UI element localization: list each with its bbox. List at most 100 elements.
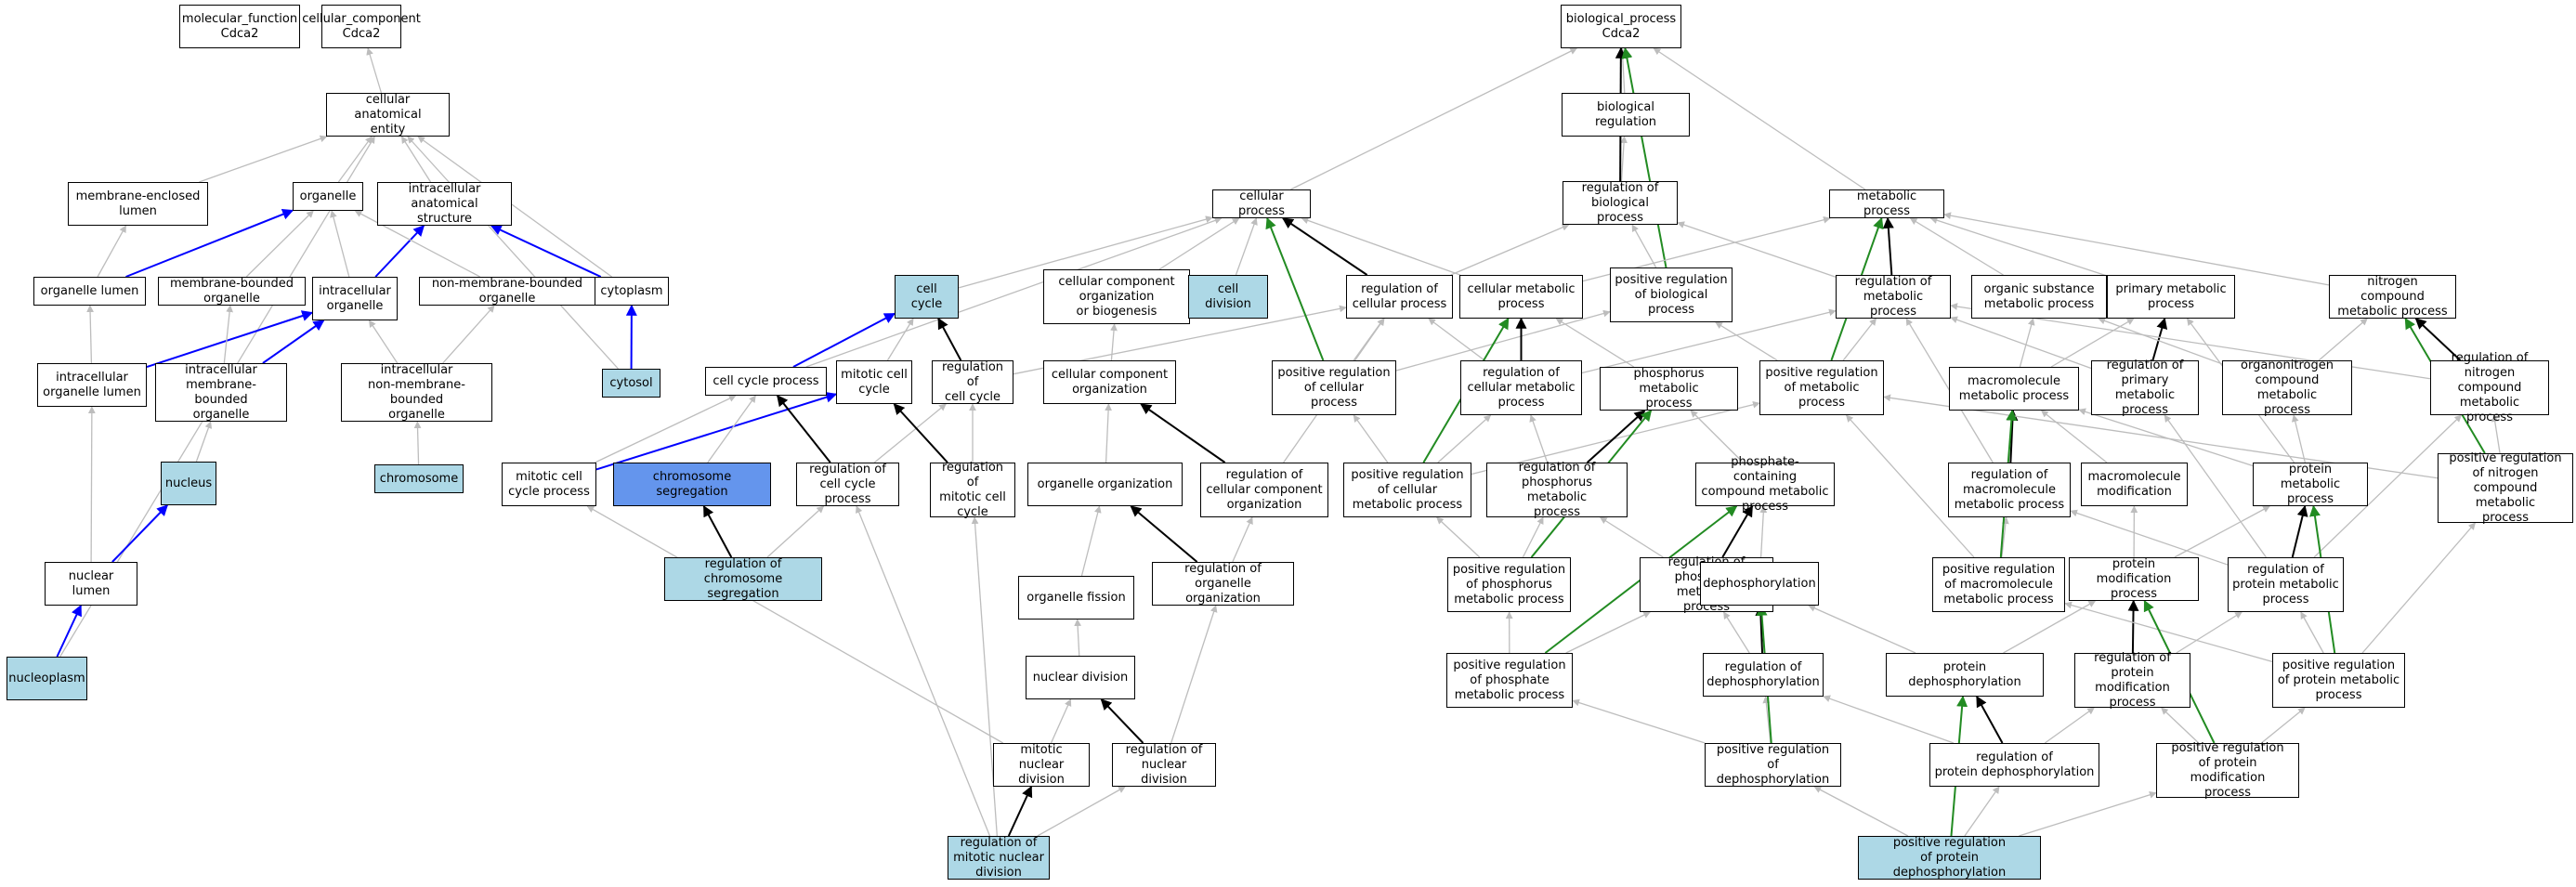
edge-pdeph-to-pmod — [2003, 600, 2097, 654]
node-positive-regulation-of-metabolic-process[interactable]: positive regulation of metabolic process — [1759, 360, 1884, 415]
node-positive-regulation-of-dephosphorylation[interactable]: positive regulation of dephosphorylation — [1705, 743, 1841, 787]
node-intracellular-non-membrane-bounded-organelle[interactable]: intracellular non-membrane-bounded organ… — [341, 363, 492, 422]
node-positive-regulation-of-biological-process[interactable]: positive regulation of biological proces… — [1610, 267, 1733, 322]
node-regulation-of-metabolic-process[interactable]: regulation of metabolic process — [1836, 275, 1951, 319]
node-cellular-metabolic-process[interactable]: cellular metabolic process — [1459, 275, 1583, 319]
node-cellular-component-organization-or-biogenesis[interactable]: cellular component organization or bioge… — [1043, 269, 1190, 324]
node-nucleus[interactable]: nucleus — [161, 462, 216, 505]
node-regulation-of-nuclear-division[interactable]: regulation of nuclear division — [1112, 743, 1216, 787]
edge-rpcmp-to-rphmp — [1599, 516, 1664, 558]
node-regulation-of-cell-cycle[interactable]: regulation of cell cycle — [932, 360, 1013, 404]
node-positive-regulation-of-cellular-metabolic-process[interactable]: positive regulation of cellular metaboli… — [1343, 463, 1471, 517]
node-regulation-of-mitotic-nuclear-division[interactable]: regulation of mitotic nuclear division — [948, 836, 1050, 880]
node-cellular-component-organization[interactable]: cellular component organization — [1043, 360, 1176, 404]
node-protein-dephosphorylation[interactable]: protein dephosphorylation — [1886, 653, 2044, 697]
node-positive-regulation-of-protein-dephosphorylation[interactable]: positive regulation of protein dephospho… — [1858, 836, 2041, 880]
node-positive-regulation-of-phosphate-metabolic-process[interactable]: positive regulation of phosphate metabol… — [1446, 653, 1573, 708]
node-positive-regulation-of-protein-modification-process[interactable]: positive regulation of protein modificat… — [2156, 741, 2299, 800]
node-intracellular-membrane-bounded-organelle[interactable]: intracellular membrane-bounded organelle — [155, 363, 287, 422]
node-organelle-lumen[interactable]: organelle lumen — [33, 277, 146, 306]
node-metabolic-process[interactable]: metabolic process — [1829, 189, 1944, 218]
edge-prbp-to-rbp — [1631, 224, 1657, 268]
edge-rpmod-to-pmod — [2127, 599, 2139, 654]
node-chromosome-segregation[interactable]: chromosome segregation — [613, 463, 771, 506]
node-regulation-of-cellular-metabolic-process[interactable]: regulation of cellular metabolic process — [1460, 360, 1582, 415]
node-nitrogen-compound-metabolic-process[interactable]: nitrogen compound metabolic process — [2329, 275, 2456, 319]
node-positive-regulation-of-phosphorus-metabolic-process[interactable]: positive regulation of phosphorus metabo… — [1447, 557, 1571, 612]
edge-rpcmp-to-pccmp — [1721, 504, 1754, 558]
node-protein-modification-process[interactable]: protein modification process — [2069, 557, 2199, 601]
node-organelle-organization[interactable]: organelle organization — [1027, 463, 1183, 506]
node-primary-metabolic-process[interactable]: primary metabolic process — [2107, 275, 2235, 319]
node-nuclear-division[interactable]: nuclear division — [1026, 656, 1135, 699]
node-regulation-of-organelle-organization[interactable]: regulation of organelle organization — [1152, 562, 1294, 606]
node-molecular-function[interactable]: molecular_function Cdca2 — [179, 5, 300, 48]
node-positive-regulation-of-protein-metabolic-process[interactable]: positive regulation of protein metabolic… — [2272, 653, 2405, 708]
node-cytoplasm[interactable]: cytoplasm — [595, 277, 669, 306]
node-phosphate-containing-compound-metabolic-process[interactable]: phosphate-containing compound metabolic … — [1695, 455, 1835, 514]
edge-phmp-to-cmp — [1555, 318, 1635, 368]
node-organonitrogen-compound-metabolic-process[interactable]: organonitrogen compound metabolic proces… — [2222, 359, 2352, 417]
edge-cco-to-ccob — [1110, 323, 1118, 361]
node-regulation-of-chromosome-segregation[interactable]: regulation of chromosome segregation — [664, 557, 822, 601]
node-organelle-fission[interactable]: organelle fission — [1018, 576, 1134, 620]
node-non-membrane-bounded-organelle[interactable]: non-membrane-bounded organelle — [419, 277, 595, 306]
node-intracellular-organelle[interactable]: intracellular organelle — [312, 277, 398, 320]
node-regulation-of-primary-metabolic-process[interactable]: regulation of primary metabolic process — [2091, 359, 2199, 417]
node-protein-metabolic-process[interactable]: protein metabolic process — [2253, 463, 2368, 506]
node-regulation-of-mitotic-cell-cycle[interactable]: regulation of mitotic cell cycle — [930, 461, 1015, 519]
node-regulation-of-dephosphorylation[interactable]: regulation of dephosphorylation — [1703, 653, 1824, 697]
node-cellular-process[interactable]: cellular process — [1212, 189, 1311, 218]
node-macromolecule-metabolic-process[interactable]: macromolecule metabolic process — [1949, 367, 2079, 411]
node-membrane-enclosed-lumen[interactable]: membrane-enclosed lumen — [68, 182, 208, 226]
node-regulation-of-cell-cycle-process[interactable]: regulation of cell cycle process — [796, 463, 899, 506]
edge-ias-to-cae — [400, 136, 432, 183]
node-regulation-of-nitrogen-compound-metabolic-process[interactable]: regulation of nitrogen compound metaboli… — [2430, 351, 2549, 424]
node-regulation-of-phosphorus-metabolic-process[interactable]: regulation of phosphorus metabolic proce… — [1486, 461, 1628, 519]
node-intracellular-anatomical-structure[interactable]: intracellular anatomical structure — [377, 182, 512, 226]
node-dephosphorylation[interactable]: dephosphorylation — [1700, 562, 1819, 606]
node-nucleoplasm[interactable]: nucleoplasm — [7, 657, 87, 700]
node-positive-regulation-of-cellular-process[interactable]: positive regulation of cellular process — [1272, 360, 1396, 415]
node-cytosol[interactable]: cytosol — [602, 369, 660, 398]
node-regulation-of-cellular-component-organization[interactable]: regulation of cellular component organiz… — [1200, 463, 1328, 517]
node-biological-regulation[interactable]: biological regulation — [1562, 93, 1690, 137]
node-cellular-anatomical-entity[interactable]: cellular anatomical entity — [326, 93, 450, 137]
node-membrane-bounded-organelle[interactable]: membrane-bounded organelle — [158, 277, 306, 306]
node-macromolecule-modification[interactable]: macromolecule modification — [2081, 463, 2188, 506]
node-organelle[interactable]: organelle — [293, 182, 363, 211]
edge-protmp-to-oncmp — [2291, 414, 2306, 463]
node-organic-substance-metabolic-process[interactable]: organic substance metabolic process — [1971, 275, 2107, 319]
node-regulation-of-protein-dephosphorylation[interactable]: regulation of protein dephosphorylation — [1929, 743, 2099, 787]
edge-chrseg-to-ccp — [707, 395, 756, 463]
edge-rcp-to-cp — [1282, 217, 1368, 276]
edge-prphmp-to-prcmp — [1436, 516, 1481, 558]
node-intracellular-organelle-lumen[interactable]: intracellular organelle lumen — [37, 363, 147, 407]
node-regulation-of-macromolecule-metabolic-process[interactable]: regulation of macromolecule metabolic pr… — [1948, 463, 2071, 517]
edge-cellcycle-to-cp — [958, 215, 1213, 289]
node-nuclear-lumen[interactable]: nuclear lumen — [45, 562, 137, 606]
edge-rmcc-to-mcc — [893, 403, 948, 463]
edge-chromosome-to-inmbo — [413, 421, 422, 465]
node-regulation-of-cellular-process[interactable]: regulation of cellular process — [1346, 275, 1453, 319]
edge-rchrseg-to-rccp — [766, 505, 825, 558]
edge-ccp-to-cellcycle — [792, 312, 896, 368]
node-regulation-of-protein-modification-process[interactable]: regulation of protein modification proce… — [2074, 651, 2190, 710]
node-cell-cycle-process[interactable]: cell cycle process — [705, 367, 827, 396]
node-regulation-of-protein-metabolic-process[interactable]: regulation of protein metabolic process — [2228, 557, 2344, 612]
edge-rphmp-to-rcmp — [1529, 414, 1549, 463]
node-mitotic-cell-cycle-process[interactable]: mitotic cell cycle process — [502, 463, 596, 506]
node-cell-cycle[interactable]: cell cycle — [895, 275, 959, 319]
node-cell-division[interactable]: cell division — [1188, 275, 1268, 319]
node-phosphorus-metabolic-process[interactable]: phosphorus metabolic process — [1600, 367, 1738, 411]
node-positive-regulation-of-macromolecule-metabolic-process[interactable]: positive regulation of macromolecule met… — [1932, 557, 2065, 612]
node-chromosome[interactable]: chromosome — [374, 464, 464, 493]
node-regulation-of-biological-process[interactable]: regulation of biological process — [1563, 181, 1678, 225]
node-positive-regulation-of-nitrogen-compound-metabolic-process[interactable]: positive regulation of nitrogen compound… — [2438, 451, 2573, 525]
node-mitotic-cell-cycle[interactable]: mitotic cell cycle — [836, 360, 912, 404]
node-mitotic-nuclear-division[interactable]: mitotic nuclear division — [993, 743, 1090, 787]
edge-prpdeph-to-prpmod — [2019, 791, 2157, 837]
node-biological-process[interactable]: biological_process Cdca2 — [1561, 5, 1681, 48]
edge-orgfis-to-orgorg — [1080, 505, 1102, 577]
node-cellular-component[interactable]: cellular_component Cdca2 — [302, 5, 421, 48]
